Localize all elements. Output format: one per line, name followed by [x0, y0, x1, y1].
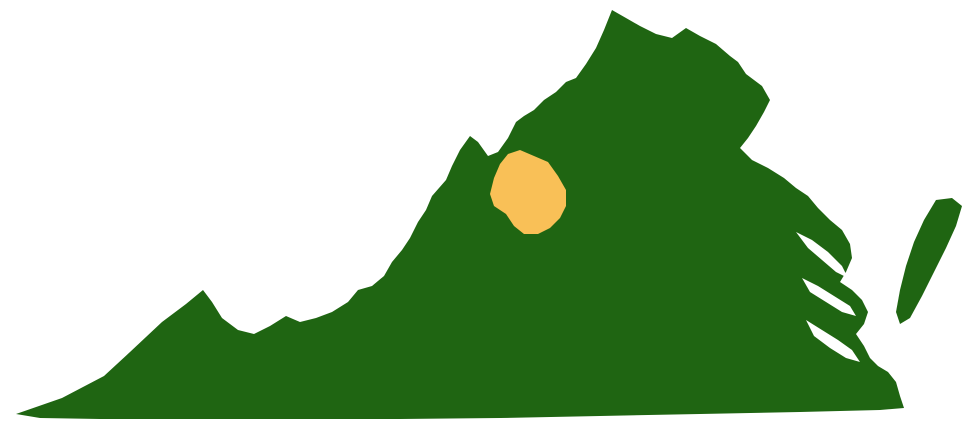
- virginia-mainland-shape: [16, 10, 904, 419]
- highlighted-county-shape: [490, 150, 566, 234]
- virginia-eastern-shore-shape: [896, 198, 962, 324]
- river-inlet-york: [802, 278, 856, 316]
- river-inlet-rappahannock: [796, 232, 848, 278]
- river-inlet-james: [806, 320, 860, 362]
